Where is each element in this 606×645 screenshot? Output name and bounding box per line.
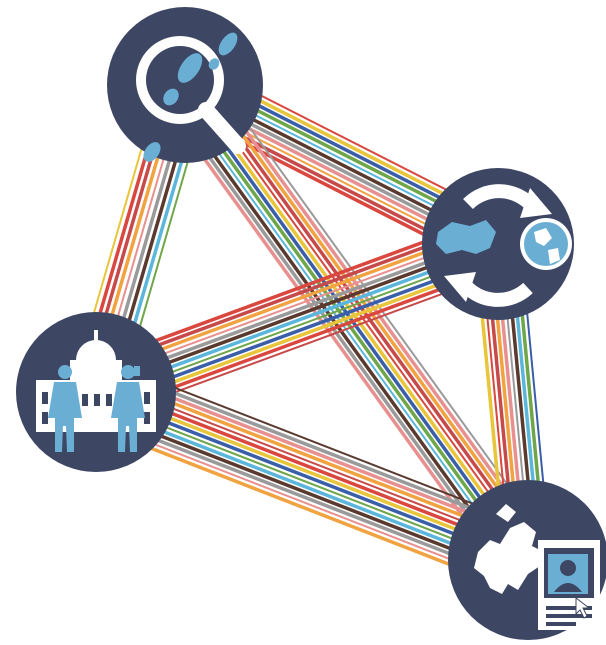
connection-line-investigation-europe-online	[169, 94, 516, 572]
node-exchange	[422, 168, 574, 320]
connection-line-government-europe-online	[85, 416, 519, 587]
connection-line-investigation-europe-online	[197, 73, 544, 551]
node-europe-online	[448, 480, 606, 640]
magnifier-footprint-icon	[136, 32, 246, 162]
connection-line-government-europe-online	[105, 364, 539, 537]
europe-map-profile-icon	[474, 504, 600, 630]
connection-line-government-europe-online	[87, 411, 521, 583]
node-investigation	[107, 7, 263, 163]
connection-line-government-europe-online	[103, 369, 537, 541]
switzerland-world-sync-icon	[436, 184, 572, 307]
connection-line-investigation-europe-online	[181, 85, 528, 563]
connection-line-investigation-europe-online	[165, 97, 512, 575]
node-government	[16, 312, 176, 472]
connection-line-investigation-europe-online	[161, 100, 508, 578]
parliament-agents-icon	[36, 330, 156, 452]
connection-line-government-europe-online	[107, 360, 541, 531]
connection-line-government-europe-online	[83, 420, 517, 592]
